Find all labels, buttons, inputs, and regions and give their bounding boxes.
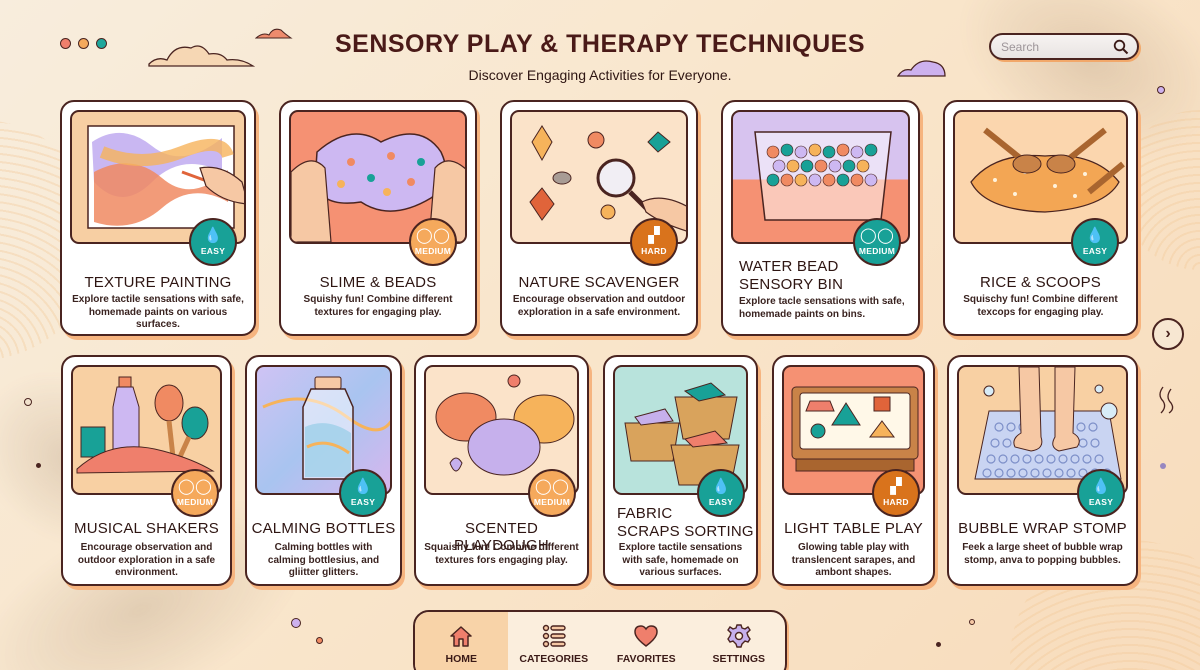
texture-painting-illustration — [70, 110, 246, 244]
difficulty-badge-hard: ▞HARD — [872, 469, 920, 517]
water-drop-icon: 💧 — [1091, 478, 1111, 495]
activity-card-bubble-wrap-stomp[interactable]: 💧EASY BUBBLE WRAP STOMP Feek a large she… — [947, 355, 1138, 586]
card-title: TEXTURE PAINTING — [84, 274, 232, 291]
activity-card-nature-scavenger[interactable]: ▞HARD NATURE SCAVENGER Encourage observa… — [500, 100, 698, 336]
water-drop-icon: 💧 — [353, 478, 373, 495]
difficulty-badge-easy: 💧EASY — [339, 469, 387, 517]
card-description: Explore tactile sensations with safe, ho… — [618, 542, 743, 578]
card-description: Encourage observation and outdoor explor… — [77, 542, 216, 578]
dot-decoration — [316, 637, 323, 644]
activity-card-musical-shakers[interactable]: ◯◯MEDIUM MUSICAL SHAKERS Encourage obser… — [61, 355, 232, 586]
nav-item-settings[interactable]: SETTINGS — [693, 612, 786, 670]
chevron-right-icon: › — [1165, 325, 1171, 342]
difficulty-badge-medium: ◯◯MEDIUM — [409, 218, 457, 266]
difficulty-badge-easy: 💧EASY — [697, 469, 745, 517]
card-description: Glowing table play with translencent sar… — [791, 542, 916, 578]
card-description: Squischy fun! Combine different texcops … — [963, 294, 1118, 318]
rings-icon: ◯◯ — [177, 478, 213, 495]
bottom-navigation: HOME CATEGORIES FAVORITES SETTINGS — [413, 610, 787, 670]
blocks-icon: ▞ — [890, 478, 902, 495]
card-title: RICE & SCOOPS — [980, 274, 1101, 291]
steam-squiggle-decoration — [1159, 386, 1174, 414]
difficulty-badge-hard: ▞HARD — [630, 218, 678, 266]
difficulty-badge-medium: ◯◯MEDIUM — [171, 469, 219, 517]
window-controls — [60, 38, 107, 49]
activity-card-slime-beads[interactable]: ◯◯MEDIUM SLIME & BEADS Squishy fun! Comb… — [279, 100, 477, 336]
blocks-icon: ▞ — [648, 227, 660, 244]
difficulty-badge-easy: 💧EASY — [1077, 469, 1125, 517]
card-title: BUBBLE WRAP STOMP — [958, 520, 1127, 537]
nav-item-categories[interactable]: CATEGORIES — [508, 612, 601, 670]
activity-card-scented-playdough[interactable]: ◯◯MEDIUM SCENTED PLAYDOUGH Squaishy fun!… — [414, 355, 589, 586]
search-placeholder: Search — [1001, 39, 1040, 54]
card-description: Calming bottles with calming bottlesius,… — [267, 542, 380, 578]
search-icon[interactable] — [1113, 39, 1129, 55]
card-title: MUSICAL SHAKERS — [74, 520, 219, 537]
card-description: Squaishy fun! Combine different textures… — [424, 542, 579, 566]
activity-card-rice-scoops[interactable]: 💧EASY RICE & SCOOPS Squischy fun! Combin… — [943, 100, 1138, 336]
nature-scavenger-illustration — [510, 110, 688, 244]
card-title: LIGHT TABLE PLAY — [784, 520, 923, 537]
difficulty-badge-easy: 💧EASY — [189, 218, 237, 266]
gear-icon — [726, 624, 751, 648]
card-description: Explore tacle sensations with safe, home… — [739, 296, 905, 320]
card-description: Squishy fun! Combine different textures … — [303, 294, 453, 318]
nav-item-home[interactable]: HOME — [415, 612, 508, 670]
water-drop-icon: 💧 — [1085, 227, 1105, 244]
difficulty-badge-medium: ◯◯MEDIUM — [528, 469, 576, 517]
rings-icon: ◯◯ — [415, 227, 451, 244]
difficulty-badge-medium: ◯◯MEDIUM — [853, 218, 901, 266]
heart-icon — [634, 625, 659, 647]
dot-decoration — [1160, 463, 1166, 469]
card-title: SLIME & BEADS — [319, 274, 437, 291]
water-drop-icon: 💧 — [203, 227, 223, 244]
page-header: SENSORY PLAY & THERAPY TECHNIQUES Discov… — [0, 30, 1200, 83]
next-page-button[interactable]: › — [1152, 318, 1184, 350]
activity-card-texture-painting[interactable]: 💧EASY TEXTURE PAINTING Explore tactile s… — [60, 100, 256, 336]
card-title: SCENTED PLAYDOUGH — [454, 520, 549, 554]
nav-item-favorites[interactable]: FAVORITES — [600, 612, 693, 670]
dot-decoration — [969, 619, 975, 625]
card-title: CALMING BOTTLES — [251, 520, 396, 537]
card-description: Feek a large sheet of bubble wrap stomp,… — [962, 542, 1123, 566]
card-description: Encourage observation and outdoor explor… — [512, 294, 686, 318]
maximize-dot-button[interactable] — [96, 38, 107, 49]
activity-card-calming-bottles[interactable]: 💧EASY CALMING BOTTLES Calming bottles wi… — [245, 355, 402, 586]
card-title: NATURE SCAVENGER — [518, 274, 680, 291]
water-drop-icon: 💧 — [711, 478, 731, 495]
home-icon — [450, 626, 472, 647]
difficulty-badge-easy: 💧EASY — [1071, 218, 1119, 266]
close-dot-button[interactable] — [60, 38, 71, 49]
list-icon — [542, 624, 566, 648]
minimize-dot-button[interactable] — [78, 38, 89, 49]
rings-icon: ◯◯ — [534, 478, 570, 495]
dot-decoration — [291, 618, 301, 628]
page-title: SENSORY PLAY & THERAPY TECHNIQUES — [334, 30, 866, 58]
card-description: Explore tactile sensations with safe, ho… — [72, 294, 244, 330]
activity-card-light-table-play[interactable]: ▞HARD LIGHT TABLE PLAY Glowing table pla… — [772, 355, 935, 586]
rings-icon: ◯◯ — [859, 227, 895, 244]
page-subtitle: Discover Engaging Activities for Everyon… — [468, 67, 732, 83]
dot-decoration — [936, 642, 941, 647]
search-input[interactable]: Search — [989, 33, 1139, 60]
